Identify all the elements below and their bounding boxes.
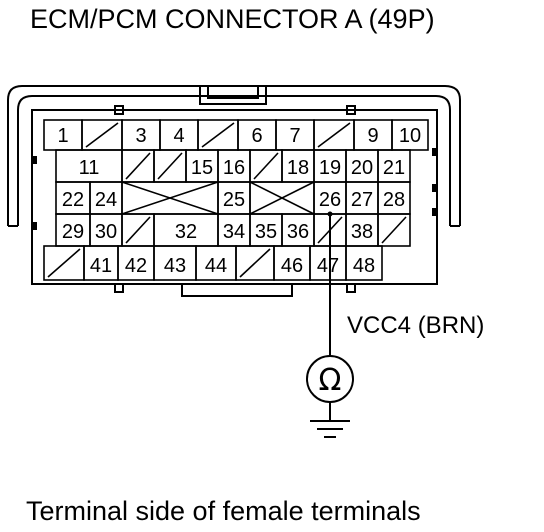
terminal-number: 19 <box>319 157 341 179</box>
wire-label: VCC4 (BRN) <box>347 312 484 339</box>
connector-title: ECM/PCM CONNECTOR A (49P) <box>30 4 435 34</box>
terminal-number: 24 <box>95 189 117 211</box>
terminal-number: 7 <box>289 125 300 147</box>
terminal-number: 46 <box>281 255 303 277</box>
terminal-number: 36 <box>287 221 309 243</box>
empty-cavity-mark <box>381 216 407 244</box>
ground-icon <box>310 420 350 438</box>
connector-shell <box>7 85 461 297</box>
empty-cavity-mark <box>201 122 235 148</box>
terminal-cell <box>377 213 411 247</box>
connector-side-notches <box>31 148 438 230</box>
ohmmeter-icon: Ω <box>306 355 354 403</box>
empty-cavity-mark <box>85 122 119 148</box>
terminal-number: 3 <box>135 125 146 147</box>
terminal-number: 30 <box>95 221 117 243</box>
terminal-number: 35 <box>255 221 277 243</box>
terminal-number: 20 <box>351 157 373 179</box>
empty-cavity-mark <box>47 248 81 278</box>
empty-cavity-mark <box>125 216 151 244</box>
terminal-number: 21 <box>383 157 405 179</box>
empty-cavity-mark <box>253 152 279 180</box>
terminal-number: 34 <box>223 221 245 243</box>
terminal-number: 29 <box>62 221 84 243</box>
terminal-number: 9 <box>367 125 378 147</box>
blocked-cavity-mark <box>249 181 315 215</box>
terminal-number: 48 <box>353 255 375 277</box>
terminal-number: 6 <box>251 125 262 147</box>
empty-cavity-mark <box>239 248 271 278</box>
ohm-symbol: Ω <box>319 363 342 398</box>
terminal-number: 44 <box>205 255 227 277</box>
terminal-number: 1 <box>57 125 68 147</box>
terminal-number: 18 <box>287 157 309 179</box>
terminal-number: 38 <box>351 221 373 243</box>
empty-cavity-mark <box>125 152 151 180</box>
probe-point <box>327 211 333 217</box>
terminal-number: 32 <box>175 221 197 243</box>
empty-cavity-mark <box>317 122 351 148</box>
terminal-number: 27 <box>351 189 373 211</box>
terminal-number: 41 <box>90 255 112 277</box>
terminal-number: 28 <box>383 189 405 211</box>
terminal-number: 4 <box>173 125 184 147</box>
terminal-number: 43 <box>164 255 186 277</box>
terminal-number: 22 <box>62 189 84 211</box>
terminal-number: 42 <box>125 255 147 277</box>
terminal-number: 15 <box>191 157 213 179</box>
terminal-number: 11 <box>79 157 100 179</box>
empty-cavity-mark <box>157 152 183 180</box>
terminal-number: 10 <box>399 125 421 147</box>
terminal-number: 26 <box>319 189 341 211</box>
terminal-number: 16 <box>223 157 245 179</box>
terminal-number: 47 <box>317 255 339 277</box>
diagram-caption: Terminal side of female terminals <box>26 496 421 526</box>
blocked-cavity-mark <box>121 181 219 215</box>
terminal-cell <box>345 245 383 281</box>
terminal-number: 25 <box>223 189 245 211</box>
